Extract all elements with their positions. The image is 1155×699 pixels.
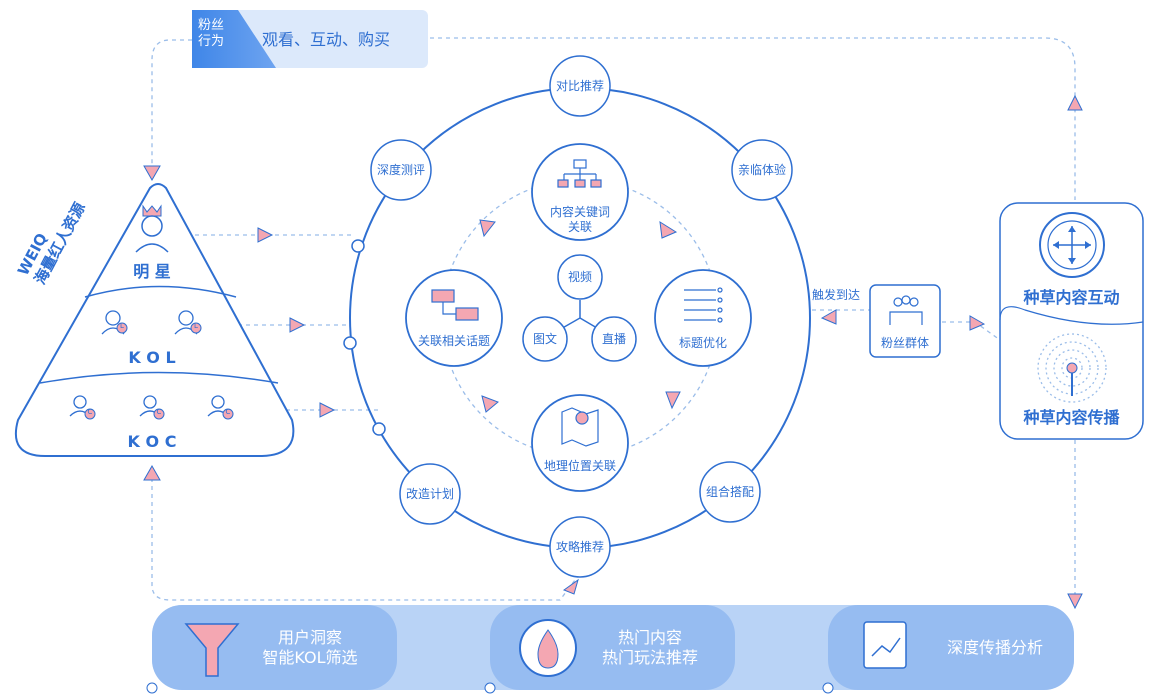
- right-panel: [999, 202, 1144, 440]
- trigger-label: 触发到达: [812, 288, 861, 302]
- outer-ring-nodes: [370, 55, 793, 578]
- tier-kol: K O L: [128, 348, 176, 367]
- koc-badge-3: C: [225, 408, 231, 416]
- step-hot-content: 热门内容 热门玩法推荐: [601, 628, 698, 667]
- node-renovate: 改造计划: [405, 487, 454, 501]
- list-icon: [684, 287, 723, 323]
- center-live: 直播: [601, 332, 626, 346]
- inner-node-icons: [431, 159, 723, 447]
- tier-koc: K O C: [127, 432, 177, 451]
- koc-badge-1: C: [87, 408, 93, 416]
- center-image-text: 图文: [532, 332, 557, 346]
- center-triad: [522, 254, 637, 362]
- fan-behavior-tag: 粉丝 行为: [198, 18, 225, 50]
- node-keyword: 内容关键词 关联: [549, 205, 610, 234]
- seed-spread: 种草内容传播: [1023, 408, 1120, 427]
- node-compare: 对比推荐: [555, 79, 604, 93]
- star-person-icon: [135, 204, 169, 253]
- kol-pyramid: [14, 183, 295, 457]
- tier-star: 明 星: [133, 262, 171, 281]
- hierarchy-icon: [557, 159, 602, 188]
- node-topic: 关联相关话题: [417, 334, 490, 348]
- ring-dots: [343, 239, 386, 436]
- person-icons: [69, 204, 234, 420]
- kol-badge-1: L: [120, 322, 124, 330]
- koc-badge-2: C: [156, 408, 162, 416]
- node-location: 地理位置关联: [543, 459, 616, 473]
- fan-group-icon: [889, 295, 923, 325]
- node-experience: 亲临体验: [737, 163, 786, 177]
- node-review: 深度测评: [376, 163, 425, 177]
- kol-badge-2: L: [194, 322, 198, 330]
- seed-interaction: 种草内容互动: [1023, 288, 1120, 307]
- bottom-bar: [146, 605, 1074, 694]
- fan-behavior-text: 观看、互动、购买: [262, 30, 391, 49]
- map-pin-icon: [561, 407, 599, 447]
- fan-behavior-header: [192, 10, 428, 68]
- fan-group-label: 粉丝群体: [880, 336, 929, 350]
- koc-person-icon: [69, 395, 229, 417]
- step-insight: 用户洞察 智能KOL筛选: [262, 628, 358, 667]
- center-video: 视频: [567, 270, 592, 284]
- step-analysis: 深度传播分析: [946, 638, 1043, 657]
- node-guide: 攻略推荐: [555, 540, 604, 554]
- topic-link-icon: [431, 289, 479, 321]
- node-title-opt: 标题优化: [678, 336, 727, 350]
- node-combo: 组合搭配: [705, 485, 754, 499]
